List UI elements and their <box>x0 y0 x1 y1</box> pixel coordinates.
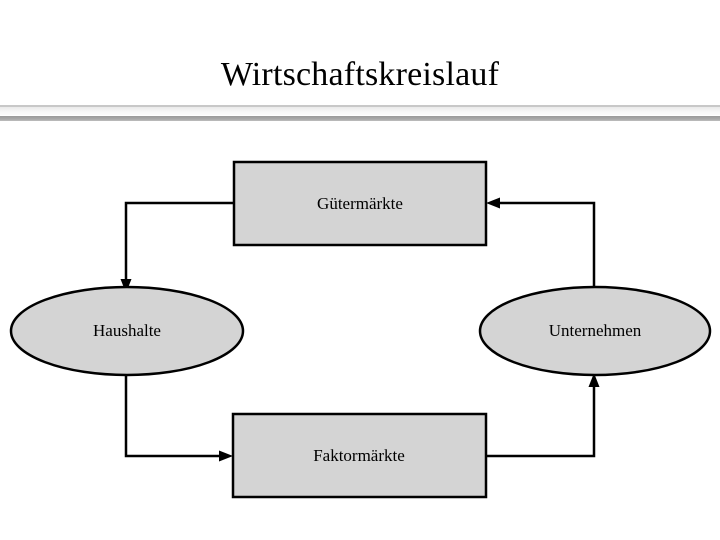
node-faktormaerkte-label: Faktormärkte <box>313 446 405 465</box>
node-haushalte[interactable]: Haushalte <box>9 285 245 377</box>
connector-haushalte-to-faktormaerkte <box>124 376 233 462</box>
connector-unternehmen-to-guetermaerkte <box>486 197 596 288</box>
arrowhead-left-icon <box>486 197 500 209</box>
divider-band-bottom <box>0 121 720 122</box>
divider-band-top <box>0 105 720 107</box>
node-guetermaerkte-shape[interactable] <box>232 160 488 247</box>
divider-band-hairline <box>0 115 720 116</box>
node-guetermaerkte[interactable]: Gütermärkte <box>232 160 488 247</box>
title-divider <box>0 105 720 122</box>
node-faktormaerkte-shape[interactable] <box>231 412 488 499</box>
node-unternehmen-label: Unternehmen <box>549 321 642 340</box>
node-haushalte-shape[interactable] <box>9 285 245 377</box>
connector-faktormaerkte-to-unternehmen <box>486 373 600 458</box>
divider-band-light <box>0 107 720 115</box>
arrowhead-right-icon <box>219 450 233 462</box>
arrowhead-up-icon <box>588 373 600 387</box>
node-unternehmen-shape[interactable] <box>478 285 712 377</box>
connector-guetermaerkte-to-haushalte <box>120 201 234 293</box>
divider-band-dark <box>0 116 720 121</box>
node-haushalte-label: Haushalte <box>93 321 161 340</box>
node-unternehmen[interactable]: Unternehmen <box>478 285 712 377</box>
page-title: Wirtschaftskreislauf <box>220 56 500 93</box>
node-guetermaerkte-label: Gütermärkte <box>317 194 403 213</box>
node-faktormaerkte[interactable]: Faktormärkte <box>231 412 488 499</box>
